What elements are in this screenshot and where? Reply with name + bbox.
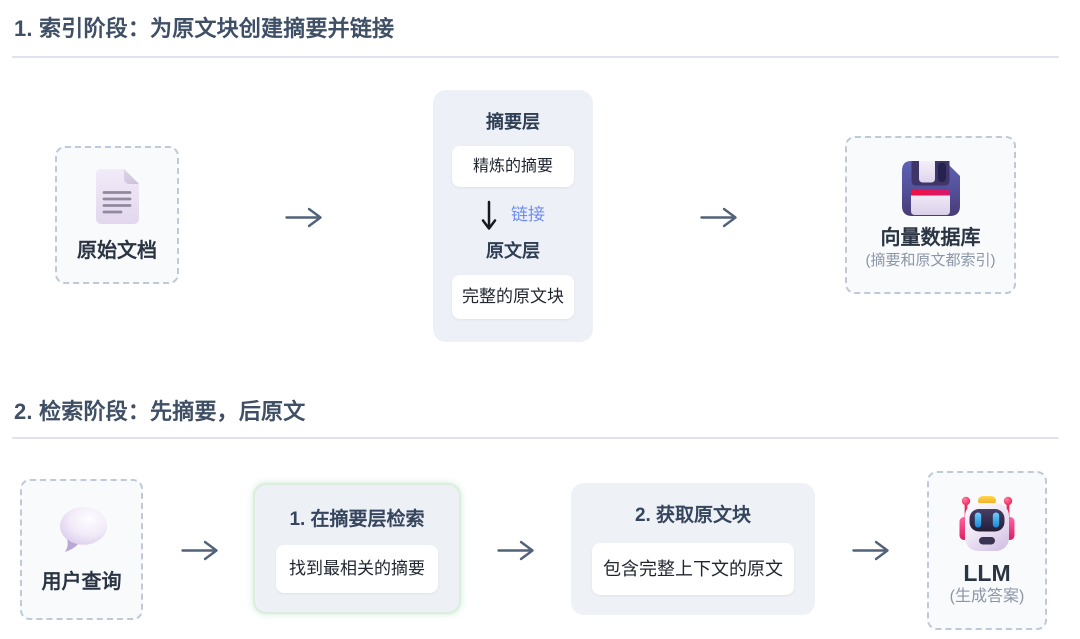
right-arrow-icon	[285, 207, 322, 228]
link-row: 链接	[452, 199, 574, 231]
step-search-chip: 找到最相关的摘要	[276, 545, 438, 593]
user-query-label: 用户查询	[41, 570, 122, 593]
summary-chip: 精炼的摘要	[452, 146, 574, 187]
node-llm: LLM (生成答案)	[927, 471, 1047, 630]
step-search-summary-layer: 1. 在摘要层检索 找到最相关的摘要	[253, 483, 461, 614]
down-arrow-icon	[481, 200, 497, 230]
right-arrow-icon	[700, 207, 737, 228]
node-source-document: 原始文档	[55, 146, 179, 284]
section2-title: 2. 检索阶段：先摘要，后原文	[14, 399, 306, 424]
section1-title: 1. 索引阶段：为原文块创建摘要并链接	[14, 16, 395, 41]
section2-divider	[12, 437, 1059, 439]
document-icon	[94, 168, 140, 225]
right-arrow-icon	[497, 540, 534, 561]
step-fetch-original-chunk: 2. 获取原文块 包含完整上下文的原文	[571, 483, 815, 615]
source-document-label: 原始文档	[77, 239, 157, 262]
speech-bubble-icon	[56, 506, 108, 553]
step-search-title: 1. 在摘要层检索	[289, 509, 425, 530]
original-layer-title: 原文层	[486, 241, 540, 261]
step-fetch-title: 2. 获取原文块	[634, 505, 752, 526]
step-fetch-chip: 包含完整上下文的原文	[592, 543, 794, 595]
node-vector-database: 向量数据库 (摘要和原文都索引)	[845, 136, 1016, 294]
llm-sublabel: (生成答案)	[949, 587, 1025, 605]
robot-icon	[955, 495, 1019, 553]
llm-label: LLM	[963, 559, 1011, 586]
panel-summary-original-layers: 摘要层 精炼的摘要 链接 原文层 完整的原文块	[433, 90, 593, 342]
link-label: 链接	[511, 205, 545, 224]
right-arrow-icon	[181, 540, 218, 561]
right-arrow-icon	[852, 540, 889, 561]
vector-db-sublabel: (摘要和原文都索引)	[865, 252, 996, 269]
section1-divider	[12, 56, 1059, 58]
original-chip: 完整的原文块	[452, 275, 574, 319]
vector-db-label: 向量数据库	[880, 227, 981, 249]
floppy-disk-icon	[901, 160, 961, 217]
node-user-query: 用户查询	[20, 479, 143, 620]
summary-layer-title: 摘要层	[486, 112, 540, 132]
